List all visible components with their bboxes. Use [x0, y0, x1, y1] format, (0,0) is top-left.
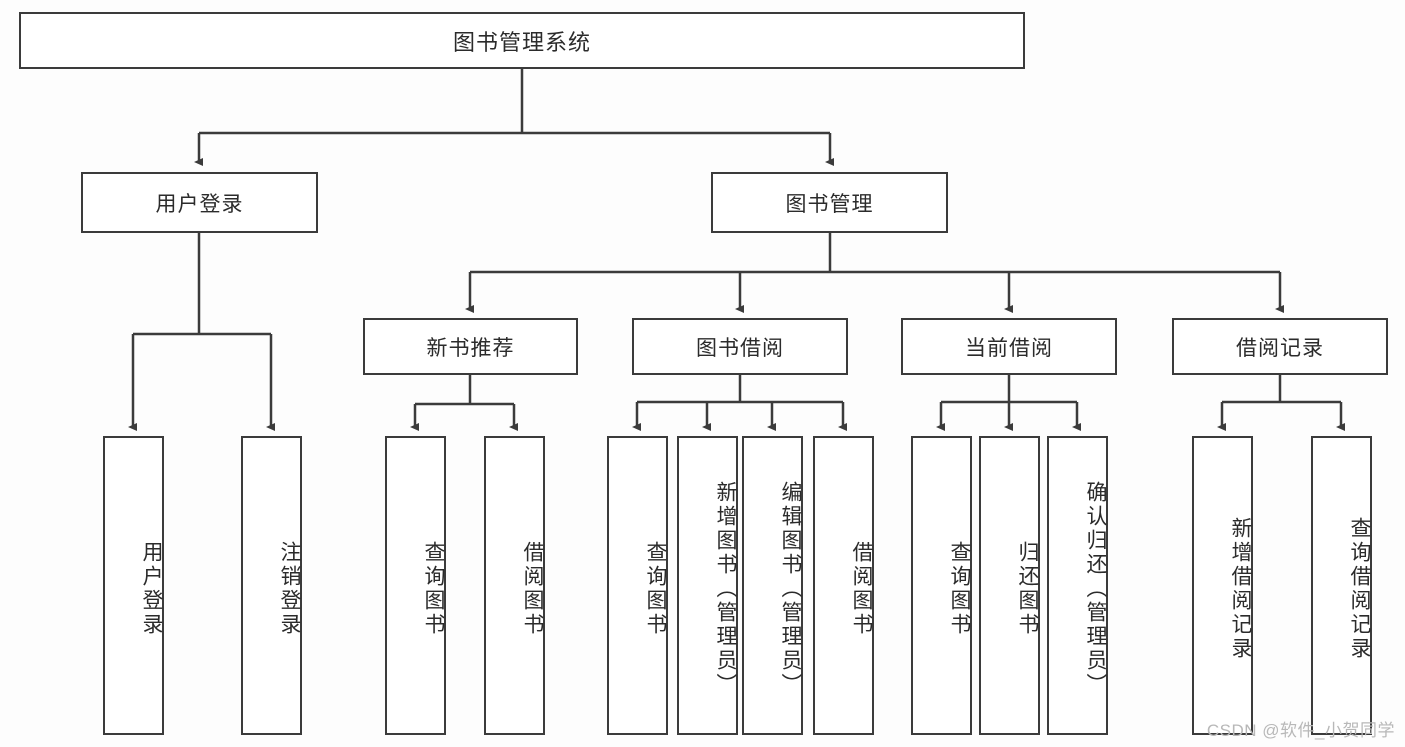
node-label: 借阅图书 [850, 540, 873, 637]
node-leaf-return-book[interactable]: 归还图书 [979, 436, 1040, 735]
node-leaf-add-book-admin[interactable]: 新增图书（管理员） [677, 436, 738, 735]
node-leaf-logout[interactable]: 注销登录 [241, 436, 302, 735]
node-leaf-query-book-recommend[interactable]: 查询图书 [385, 436, 446, 735]
node-label: 借阅图书 [521, 540, 544, 637]
node-label: 用户登录 [155, 192, 244, 216]
node-book-borrow[interactable]: 图书借阅 [632, 318, 848, 375]
node-label: 新增借阅记录 [1229, 516, 1252, 661]
node-label: 查询图书 [948, 540, 971, 637]
node-label: 确认归还（管理员） [1084, 480, 1107, 697]
node-leaf-query-borrow-record[interactable]: 查询借阅记录 [1311, 436, 1372, 735]
node-leaf-edit-book-admin[interactable]: 编辑图书（管理员） [742, 436, 803, 735]
node-borrow-record[interactable]: 借阅记录 [1172, 318, 1388, 375]
node-label: 归还图书 [1016, 540, 1039, 637]
node-leaf-add-borrow-record[interactable]: 新增借阅记录 [1192, 436, 1253, 735]
watermark-text: CSDN @软件_小贺同学 [1206, 721, 1395, 740]
node-label: 编辑图书（管理员） [779, 480, 802, 697]
node-leaf-query-book-current[interactable]: 查询图书 [911, 436, 972, 735]
node-label: 图书管理 [785, 192, 874, 216]
node-current-borrow[interactable]: 当前借阅 [901, 318, 1117, 375]
node-label: 借阅记录 [1236, 336, 1324, 360]
node-label: 查询借阅记录 [1348, 516, 1371, 661]
node-leaf-borrow-book-recommend[interactable]: 借阅图书 [484, 436, 545, 735]
node-new-book-recommend[interactable]: 新书推荐 [363, 318, 578, 375]
node-leaf-confirm-return-admin[interactable]: 确认归还（管理员） [1047, 436, 1108, 735]
node-root-book-management-system[interactable]: 图书管理系统 [19, 12, 1025, 69]
node-label: 用户登录 [140, 540, 163, 637]
node-label: 注销登录 [278, 540, 301, 637]
node-user-login[interactable]: 用户登录 [81, 172, 318, 233]
node-label: 图书借阅 [696, 336, 784, 360]
node-leaf-borrow-book[interactable]: 借阅图书 [813, 436, 874, 735]
node-label: 新书推荐 [426, 336, 515, 360]
node-leaf-user-login[interactable]: 用户登录 [103, 436, 164, 735]
node-label: 图书管理系统 [452, 29, 591, 55]
node-label: 当前借阅 [965, 336, 1053, 360]
node-label: 新增图书（管理员） [714, 480, 737, 697]
node-leaf-query-book-borrow[interactable]: 查询图书 [607, 436, 668, 735]
node-label: 查询图书 [644, 540, 667, 637]
node-label: 查询图书 [422, 540, 445, 637]
node-book-management[interactable]: 图书管理 [711, 172, 948, 233]
